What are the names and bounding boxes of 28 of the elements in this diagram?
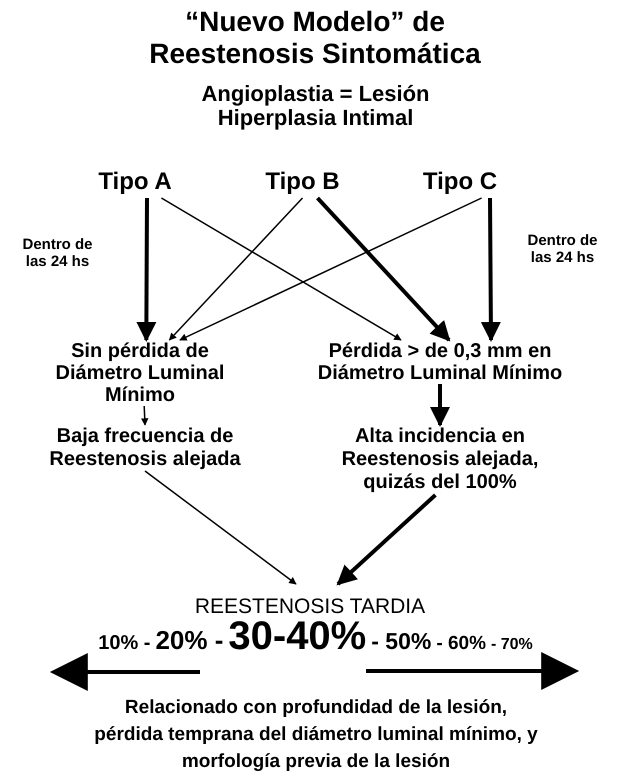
caption: Relacionado con profundidad de la lesión, pérdida temprana del diámetro luminal mínimo, y morfología previa de la lesión: [93, 696, 539, 774]
label-text: Dentro de las 24 hs: [21, 236, 94, 270]
label-text: Hiperplasia Intimal: [218, 106, 414, 130]
arrow: [140, 406, 148, 426]
label-text: Dentro de las 24 hs: [526, 232, 598, 266]
node-text: Tipo A: [75, 166, 195, 198]
arrow: [430, 384, 450, 427]
node-text: Sin pérdida de Diámetro Luminal Mínimo: [35, 340, 245, 406]
percentage-label: - 70%: [490, 637, 533, 653]
arrow: [161, 197, 402, 341]
title: “Nuevo Modelo” de Reestenosis Sintomática: [148, 6, 482, 70]
label-text: Angioplastia = Lesión: [200, 82, 430, 106]
percentage-label: 10% -: [98, 633, 150, 653]
arrow: [168, 197, 304, 341]
node-text: Baja frecuencia de Reestenosis alejada: [30, 425, 260, 471]
node-text: Tipo B: [240, 166, 365, 198]
percentage-label: - 60%: [436, 634, 486, 653]
node-text: Alta incidencia en Reestenosis alejada, quizás del 100%: [325, 425, 555, 495]
arrow: [316, 196, 450, 342]
percentage-label: - 50%: [371, 630, 432, 653]
node-text: Tipo C: [400, 166, 520, 198]
arrow: [136, 198, 156, 342]
arrow: [144, 470, 297, 585]
arrow: [480, 198, 501, 342]
arrow: [336, 494, 437, 586]
node-text: Pérdida > de 0,3 mm en Diámetro Luminal Mínimo: [290, 340, 590, 384]
percentage-label: 20% -: [155, 627, 224, 653]
arrow: [179, 197, 482, 341]
